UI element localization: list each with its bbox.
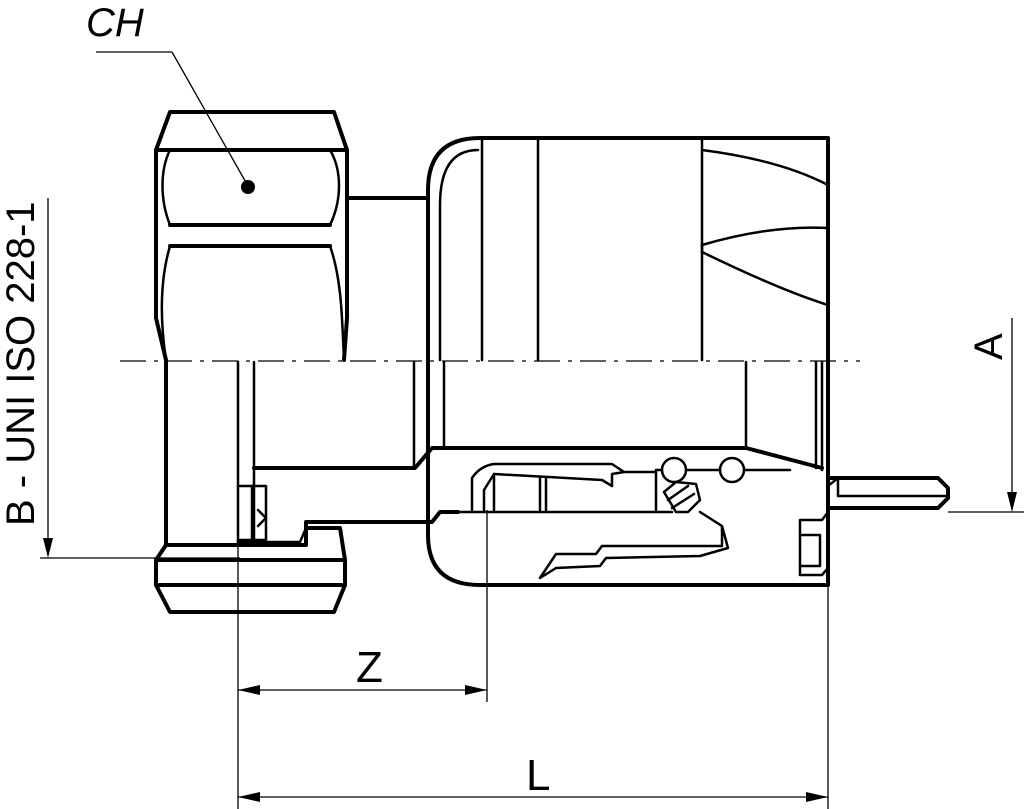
thread-label: B - UNI ISO 228-1: [0, 201, 43, 526]
arrow-down-icon: [43, 538, 53, 558]
leader-dot-icon: [241, 180, 255, 194]
arrow-down-icon: [1007, 492, 1017, 512]
thread-dimension: B - UNI ISO 228-1: [0, 198, 240, 559]
neck: [252, 196, 472, 530]
dim-z-label: Z: [356, 643, 383, 692]
dim-a-label: A: [967, 333, 1011, 360]
dim-l: L: [238, 585, 829, 809]
arrow-right-icon: [465, 685, 487, 695]
body: [412, 136, 950, 587]
dim-l-label: L: [526, 751, 550, 800]
dim-a: A: [948, 318, 1024, 513]
arrow-left-icon: [238, 685, 260, 695]
arrow-left-icon: [238, 792, 260, 802]
ch-callout: CH: [86, 1, 255, 194]
hex-nut: [154, 110, 349, 614]
ch-label: CH: [86, 1, 144, 45]
arrow-right-icon: [806, 792, 828, 802]
dim-z: Z: [237, 510, 488, 809]
